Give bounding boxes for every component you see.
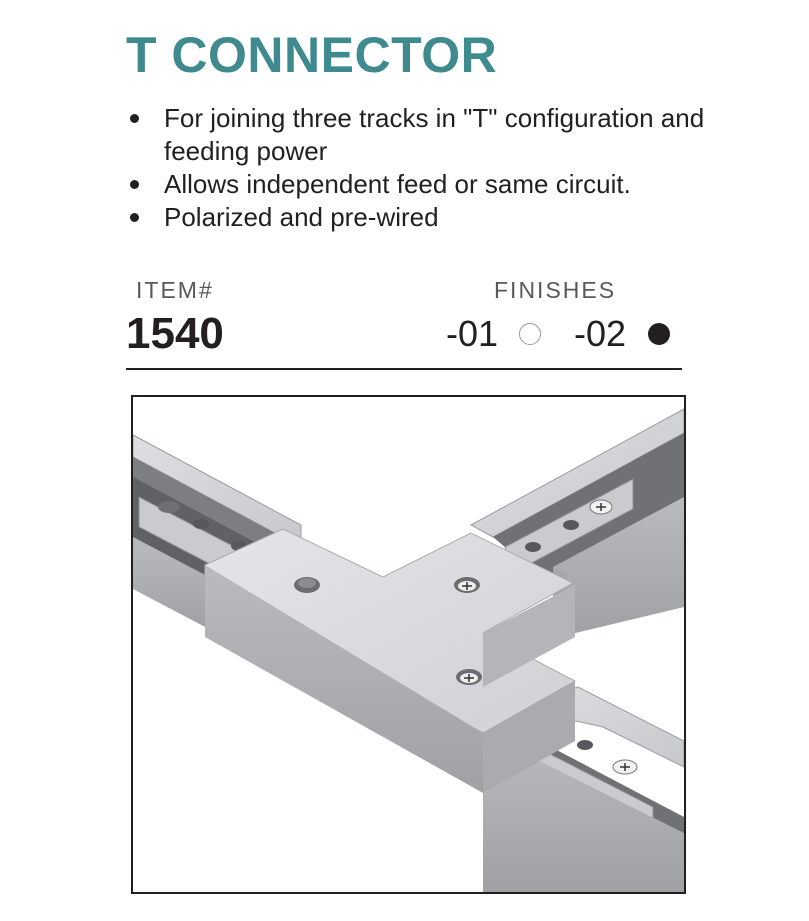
finish-code-01: -01 [446,313,499,354]
finishes-label: FINISHES [494,277,617,303]
feature-item: Polarized and pre-wired [126,201,766,234]
divider [126,368,682,370]
black-swatch-icon [648,323,670,345]
feature-item: For joining three tracks in "T" configur… [126,102,766,168]
t-connector-image [133,408,684,892]
upper-right-track [469,408,684,635]
white-swatch-icon [519,323,541,345]
product-title: T CONNECTOR [126,27,498,83]
lower-right-track [483,686,684,892]
feature-list: For joining three tracks in "T" configur… [126,102,766,234]
feature-item: Allows independent feed or same circuit. [126,168,766,201]
item-number: 1540 [126,309,224,358]
t-connector-body [204,528,577,793]
finish-code-02: -02 [574,313,627,354]
item-label: ITEM# [136,277,214,303]
product-photo [131,395,686,894]
